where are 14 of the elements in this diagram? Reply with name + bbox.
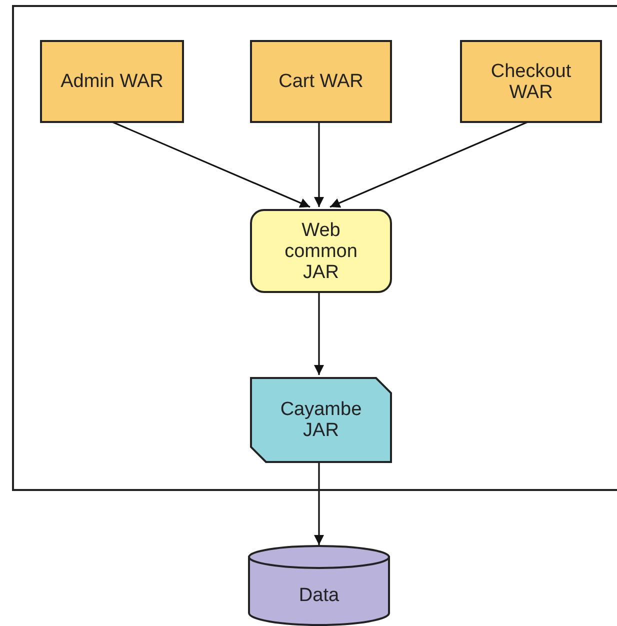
node-label: Data	[298, 584, 340, 606]
node-label: Cayambe JAR	[279, 399, 363, 441]
container-frame	[12, 5, 617, 491]
arrow	[314, 291, 324, 375]
node-label: Admin WAR	[60, 71, 164, 92]
node-label: Web common JAR	[284, 220, 358, 282]
arrow	[314, 461, 324, 545]
node-label: Cart WAR	[278, 71, 364, 92]
war-box	[250, 40, 392, 123]
war-box	[460, 40, 602, 123]
war-box	[40, 40, 184, 123]
node-label: Checkout WAR	[490, 60, 572, 102]
jar-box	[250, 209, 392, 293]
arrow	[314, 121, 324, 207]
